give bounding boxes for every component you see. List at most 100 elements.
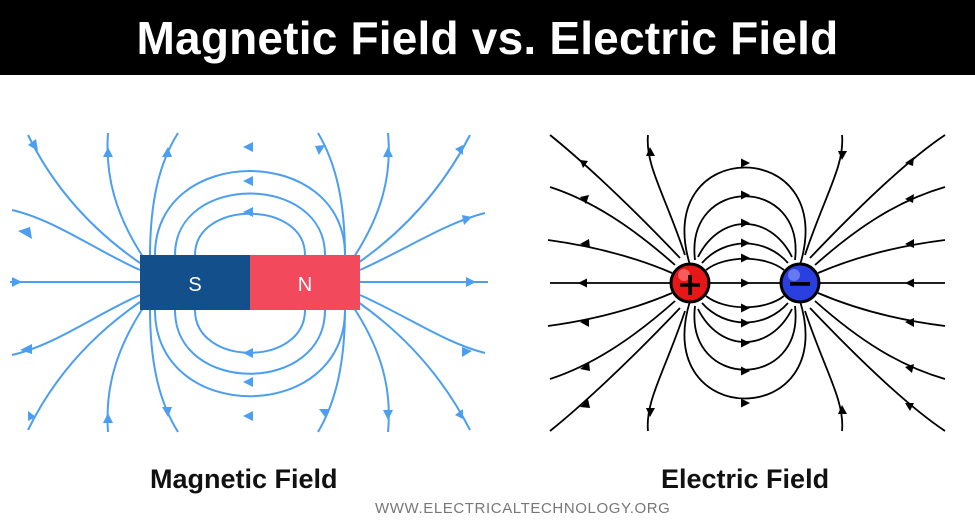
- bar-magnet: S N: [140, 255, 360, 310]
- arrow-icon: [162, 147, 172, 157]
- electric-field-diagram: + −: [547, 134, 946, 432]
- magnet-south-pole: [140, 255, 250, 310]
- arrow-icon: [28, 411, 36, 421]
- arrow-icon: [12, 277, 22, 287]
- field-line: [317, 132, 346, 258]
- field-line: [549, 307, 681, 432]
- arrow-icon: [580, 239, 590, 248]
- electric-field-lines: [547, 134, 946, 432]
- field-line: [106, 132, 146, 261]
- field-line: [683, 300, 807, 400]
- field-line: [683, 166, 807, 266]
- arrow-icon: [580, 399, 590, 408]
- field-line: [549, 134, 681, 259]
- arrow-icon: [455, 145, 463, 155]
- field-line: [547, 239, 673, 274]
- arrow-icon: [741, 303, 750, 313]
- field-line: [106, 304, 146, 433]
- arrow-icon: [580, 160, 588, 168]
- magnetic-field-diagram: S N: [10, 132, 488, 433]
- arrow-icon: [741, 398, 750, 408]
- arrow-icon: [741, 218, 750, 228]
- arrow-icon: [838, 405, 847, 414]
- page-title: Magnetic Field vs. Electric Field: [136, 11, 839, 64]
- negative-charge: −: [779, 262, 821, 304]
- field-line: [27, 301, 141, 431]
- title-banner: Magnetic Field vs. Electric Field: [0, 0, 975, 75]
- field-line: [351, 132, 390, 261]
- magnetic-field-caption: Magnetic Field: [150, 464, 338, 494]
- arrow-icon: [383, 147, 393, 157]
- arrow-icon: [466, 277, 476, 287]
- arrow-icon: [741, 158, 750, 168]
- field-line: [547, 292, 673, 327]
- arrow-icon: [741, 190, 750, 200]
- arrow-icon: [905, 364, 914, 373]
- field-line: [814, 186, 946, 266]
- electric-field-caption: Electric Field: [661, 464, 830, 494]
- arrow-icon: [383, 410, 393, 420]
- magnetic-field-arrows: [12, 139, 476, 423]
- magnet-north-pole: [250, 255, 360, 310]
- field-line: [194, 212, 306, 256]
- field-line: [693, 195, 797, 261]
- field-line: [351, 304, 390, 433]
- field-line: [154, 170, 346, 256]
- arrow-icon: [905, 239, 914, 248]
- arrow-icon: [646, 147, 655, 156]
- arrow-icon: [741, 366, 750, 376]
- arrow-icon: [741, 253, 750, 263]
- field-line: [27, 134, 141, 264]
- arrow-icon: [162, 407, 172, 417]
- field-line: [693, 305, 797, 371]
- field-line: [809, 307, 946, 432]
- north-pole-label: N: [298, 274, 312, 296]
- field-line: [194, 309, 306, 354]
- arrow-icon: [455, 409, 463, 419]
- arrow-icon: [580, 362, 590, 371]
- field-line: [174, 192, 326, 256]
- arrow-icon: [905, 194, 914, 203]
- field-line: [317, 307, 346, 433]
- arrow-icon: [243, 176, 253, 186]
- south-pole-label: S: [188, 274, 201, 296]
- negative-symbol: −: [787, 264, 814, 302]
- arrow-icon: [741, 338, 750, 348]
- field-line: [359, 294, 486, 354]
- arrow-icon: [905, 278, 914, 288]
- arrow-icon: [905, 403, 914, 411]
- field-line: [804, 134, 844, 256]
- arrow-icon: [243, 348, 253, 358]
- field-line: [804, 310, 844, 432]
- field-line: [817, 239, 946, 274]
- arrow-icon: [580, 318, 589, 327]
- field-line: [154, 309, 346, 398]
- arrow-icon: [578, 278, 587, 288]
- arrow-icon: [20, 344, 32, 354]
- field-line: [149, 307, 179, 433]
- field-line: [814, 300, 946, 380]
- arrow-icon: [18, 227, 32, 239]
- arrow-icon: [243, 377, 253, 387]
- arrow-icon: [103, 413, 113, 423]
- field-line: [646, 134, 686, 256]
- field-line: [817, 292, 946, 327]
- field-line: [646, 310, 686, 432]
- field-line: [11, 209, 141, 271]
- arrow-icon: [741, 318, 750, 328]
- positive-charge: +: [669, 262, 711, 304]
- field-line: [149, 132, 179, 258]
- website-watermark: WWW.ELECTRICALTECHNOLOGY.ORG: [375, 500, 671, 517]
- arrow-icon: [646, 408, 655, 417]
- arrow-icon: [243, 207, 253, 217]
- arrow-icon: [315, 145, 325, 155]
- positive-symbol: +: [677, 265, 704, 303]
- arrow-icon: [905, 157, 914, 166]
- arrow-icon: [462, 347, 472, 357]
- arrow-icon: [103, 147, 113, 157]
- field-line: [549, 300, 676, 380]
- arrow-icon: [243, 142, 253, 152]
- arrow-icon: [462, 215, 472, 225]
- arrow-icon: [580, 195, 589, 204]
- field-line: [549, 186, 676, 266]
